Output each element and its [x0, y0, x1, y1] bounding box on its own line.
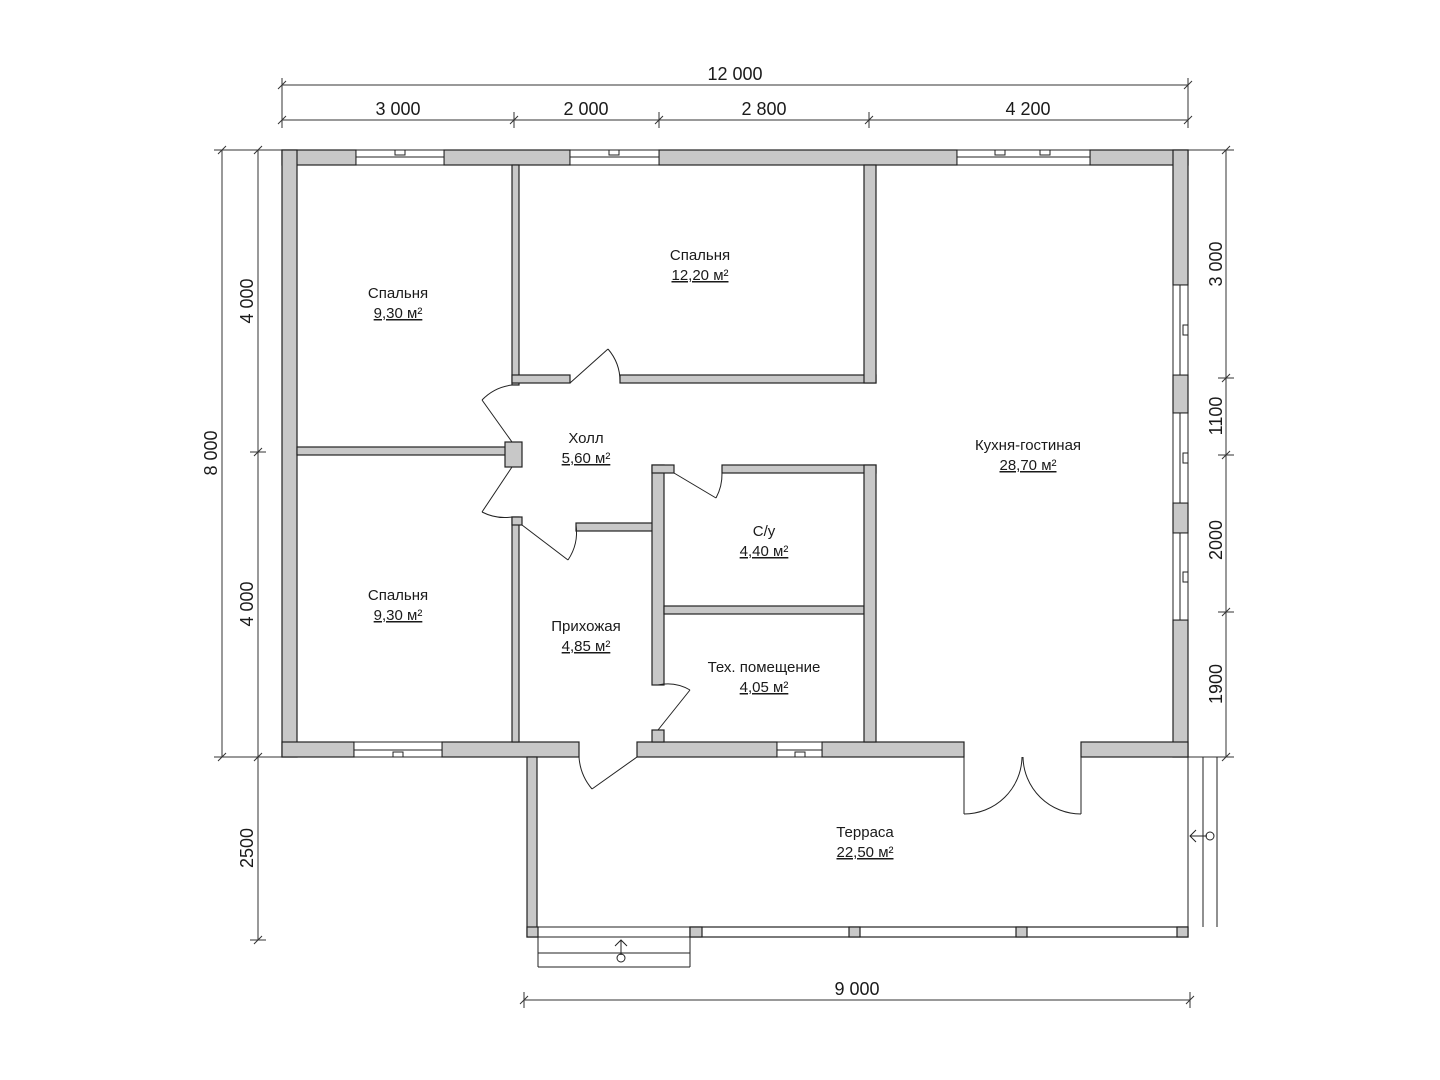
room-tech-area: 4,05 м² [740, 679, 789, 696]
room-kitchen-area: 28,70 м² [999, 457, 1056, 474]
room-entry-area: 4,85 м² [562, 638, 611, 655]
windows [353, 149, 1189, 758]
room-wc-area: 4,40 м² [740, 543, 789, 560]
room-hall-area: 5,60 м² [562, 450, 611, 467]
room-bed2-area: 12,20 м² [671, 267, 728, 284]
right-dimensions: 3 000 1100 2000 1900 [1188, 145, 1234, 762]
doors [481, 348, 1082, 815]
dim-top-4: 4 200 [1005, 99, 1050, 119]
room-terrace-area: 22,50 м² [836, 844, 893, 861]
room-entry-name: Прихожая [551, 618, 621, 635]
dim-top-total: 12 000 [707, 64, 762, 84]
dim-top-3: 2 800 [741, 99, 786, 119]
room-hall-name: Холл [568, 430, 603, 447]
room-bed2-name: Спальня [670, 247, 730, 264]
dim-left-2: 4 000 [237, 581, 257, 626]
room-bed3-area: 9,30 м² [374, 607, 423, 624]
room-bed1-name: Спальня [368, 285, 428, 302]
room-wc-name: С/у [753, 523, 776, 540]
dim-left-3: 2500 [237, 828, 257, 868]
dim-top-2: 2 000 [563, 99, 608, 119]
room-kitchen-name: Кухня-гостиная [975, 437, 1081, 454]
top-dimensions: 12 000 3 000 2 000 2 800 4 200 [277, 64, 1193, 128]
dim-right-4: 1900 [1206, 664, 1226, 704]
room-bed1-area: 9,30 м² [374, 305, 423, 322]
terrace-outline [526, 756, 1218, 968]
exterior-walls [281, 149, 1189, 758]
dim-left-1: 4 000 [237, 278, 257, 323]
room-terrace-name: Терраса [836, 824, 894, 841]
dim-right-3: 2000 [1206, 520, 1226, 560]
dim-left-total: 8 000 [201, 430, 221, 475]
left-dimensions: 8 000 4 000 4 000 2500 [201, 145, 282, 945]
room-labels: Спальня 9,30 м² Спальня 12,20 м² Спальня… [368, 247, 1081, 861]
dim-bottom-total: 9 000 [834, 979, 879, 999]
room-tech-name: Тех. помещение [708, 659, 821, 676]
dim-right-2: 1100 [1206, 397, 1226, 436]
bottom-dimensions: 9 000 [519, 979, 1195, 1008]
dim-right-1: 3 000 [1206, 241, 1226, 286]
dim-top-1: 3 000 [375, 99, 420, 119]
room-bed3-name: Спальня [368, 587, 428, 604]
